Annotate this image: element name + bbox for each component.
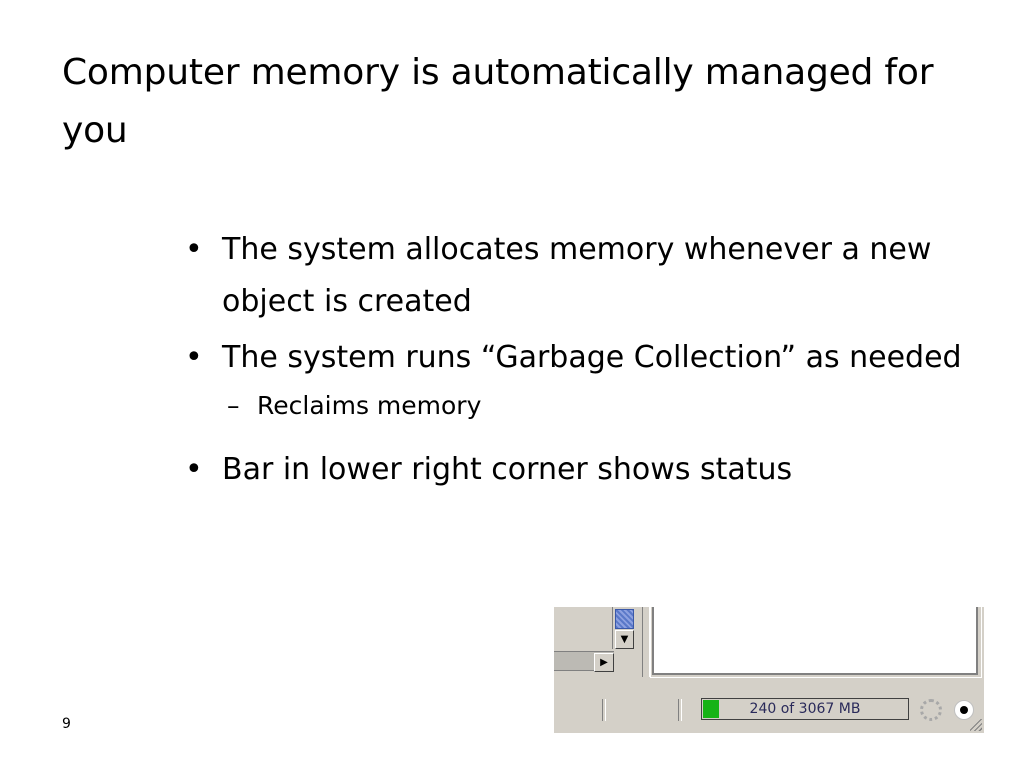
record-icon[interactable]	[954, 700, 974, 720]
scroll-down-arrow-icon[interactable]: ▼	[615, 630, 634, 649]
sub-bullet-reclaims: Reclaims memory	[222, 386, 965, 426]
bullet-text: The system allocates memory whenever a n…	[222, 232, 932, 319]
bullet-list: The system allocates memory whenever a n…	[185, 224, 965, 500]
status-separator	[602, 699, 606, 721]
bullet-text: The system runs “Garbage Collection” as …	[222, 340, 962, 375]
bullet-text: Bar in lower right corner shows status	[222, 452, 793, 487]
page-number: 9	[62, 716, 71, 732]
memory-usage-label: 240 of 3067 MB	[749, 701, 861, 717]
bullet-allocates: The system allocates memory whenever a n…	[185, 224, 965, 328]
bullet-status-bar: Bar in lower right corner shows status	[185, 444, 965, 496]
vertical-scrollbar[interactable]: ▼	[612, 607, 635, 649]
scroll-thumb[interactable]	[615, 609, 634, 629]
memory-status-bar[interactable]: 240 of 3067 MB	[701, 698, 909, 720]
pane-divider[interactable]	[642, 607, 650, 677]
sub-bullet-text: Reclaims memory	[257, 391, 482, 420]
editor-panel	[652, 607, 978, 675]
status-bar-screenshot: ▶ ▼ 240 of 3067 MB	[554, 607, 984, 733]
memory-usage-fill	[703, 700, 719, 718]
garbage-collect-icon[interactable]	[920, 699, 942, 721]
scroll-right-arrow-icon[interactable]: ▶	[594, 653, 614, 672]
bullet-garbage-collection: The system runs “Garbage Collection” as …	[185, 332, 965, 384]
status-separator	[678, 699, 682, 721]
slide-title: Computer memory is automatically managed…	[62, 52, 934, 151]
resize-grip-icon[interactable]	[970, 719, 982, 731]
